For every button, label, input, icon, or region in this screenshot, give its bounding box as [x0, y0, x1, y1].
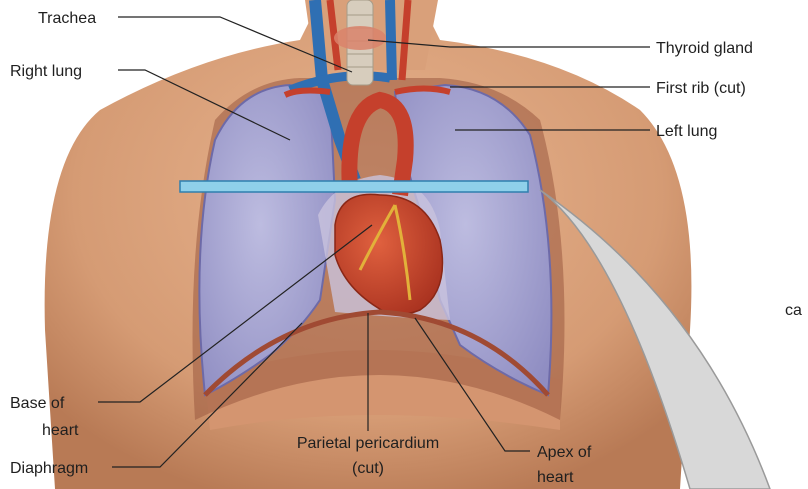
label-left-lung: Left lung — [656, 123, 717, 140]
label-apex-of-heart-line1: Apex of — [537, 444, 592, 461]
label-base-of-heart-line2: heart — [42, 422, 79, 439]
label-first-rib: First rib (cut) — [656, 80, 746, 97]
label-apex-of-heart-line2: heart — [537, 469, 574, 486]
thyroid-gland — [334, 26, 386, 50]
label-right-lung: Right lung — [10, 63, 82, 80]
label-cropped-ca: ca — [785, 302, 802, 319]
label-base-of-heart-line1: Base of — [10, 395, 65, 412]
label-thyroid-gland: Thyroid gland — [656, 40, 753, 57]
section-band — [180, 181, 528, 192]
label-parietal-pericardium-line2: (cut) — [352, 460, 384, 477]
label-trachea: Trachea — [38, 10, 96, 27]
label-parietal-pericardium-line1: Parietal pericardium — [297, 435, 439, 452]
label-diaphragm: Diaphragm — [10, 460, 88, 477]
left-jugular — [390, 0, 392, 80]
